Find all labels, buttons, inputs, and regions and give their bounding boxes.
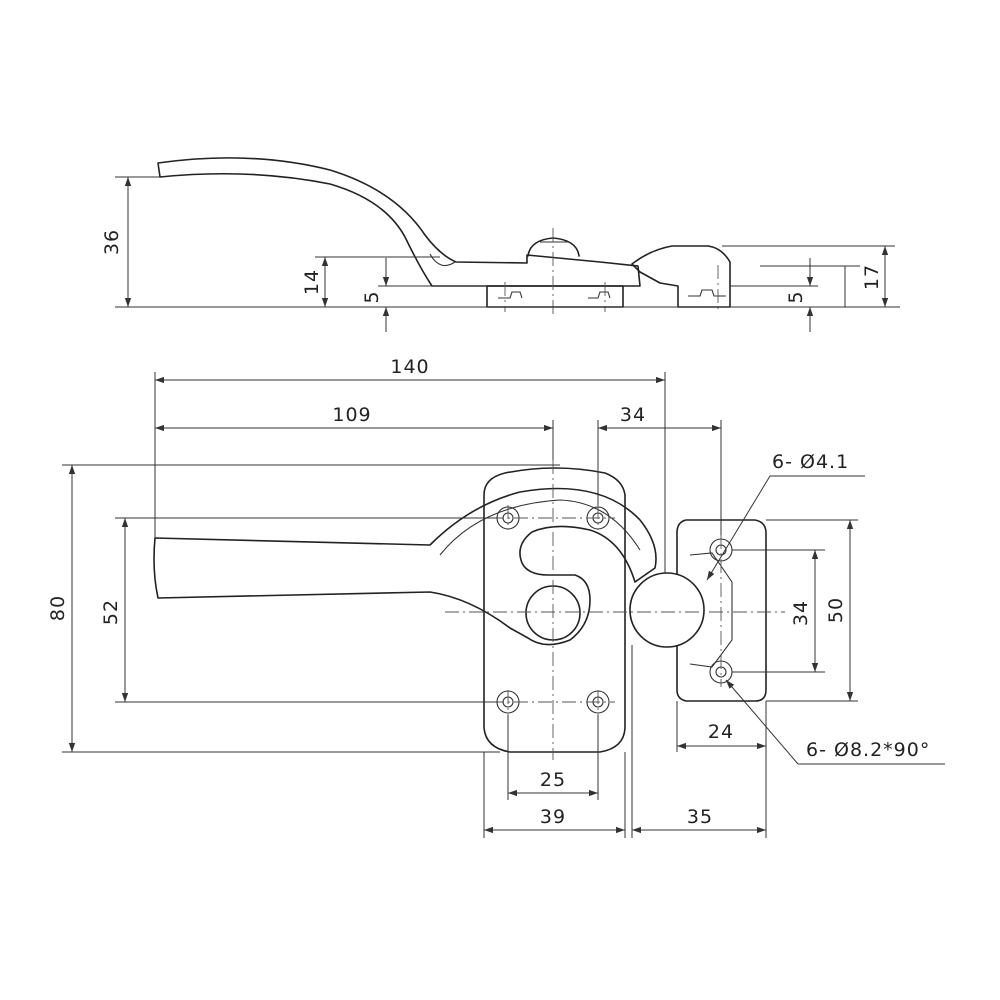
top-base-plate [483,467,626,753]
dim-35-label: 35 [687,806,713,828]
dim-36-label: 36 [101,229,123,255]
side-keeper [631,245,731,308]
dim-109-label: 109 [332,404,371,426]
side-pivot-dome [527,237,580,257]
dim-24-label: 24 [708,721,734,743]
dim-50-label: 50 [825,597,847,623]
callout-hole-label: 6- Ø4.1 [772,451,849,473]
top-handle-inner-edge [439,499,641,556]
dim-34-right-label: 34 [790,600,812,626]
dim-52-label: 52 [100,599,122,625]
side-handle-lever [157,157,641,287]
dim-39-label: 39 [540,806,566,828]
dim-17-label: 17 [861,264,883,290]
dim-14-label: 14 [301,269,323,295]
dim-25-label: 25 [540,769,566,791]
dim-5-left-label: 5 [361,290,383,303]
top-keeper-plate [676,519,767,702]
callout-countersink-label: 6- Ø8.2*90° [806,739,930,761]
side-view: 36 14 5 5 17 [101,157,900,332]
top-handle [153,487,657,646]
dim-140-label: 140 [390,356,429,378]
dim-34-top-label: 34 [620,404,646,426]
dim-5-right-label: 5 [785,290,807,303]
top-roller [629,572,705,648]
side-base-plate [486,285,624,308]
dim-80-label: 80 [47,595,69,621]
top-view: 140 109 34 80 52 25 39 35 24 34 50 6- Ø4 [47,356,945,838]
